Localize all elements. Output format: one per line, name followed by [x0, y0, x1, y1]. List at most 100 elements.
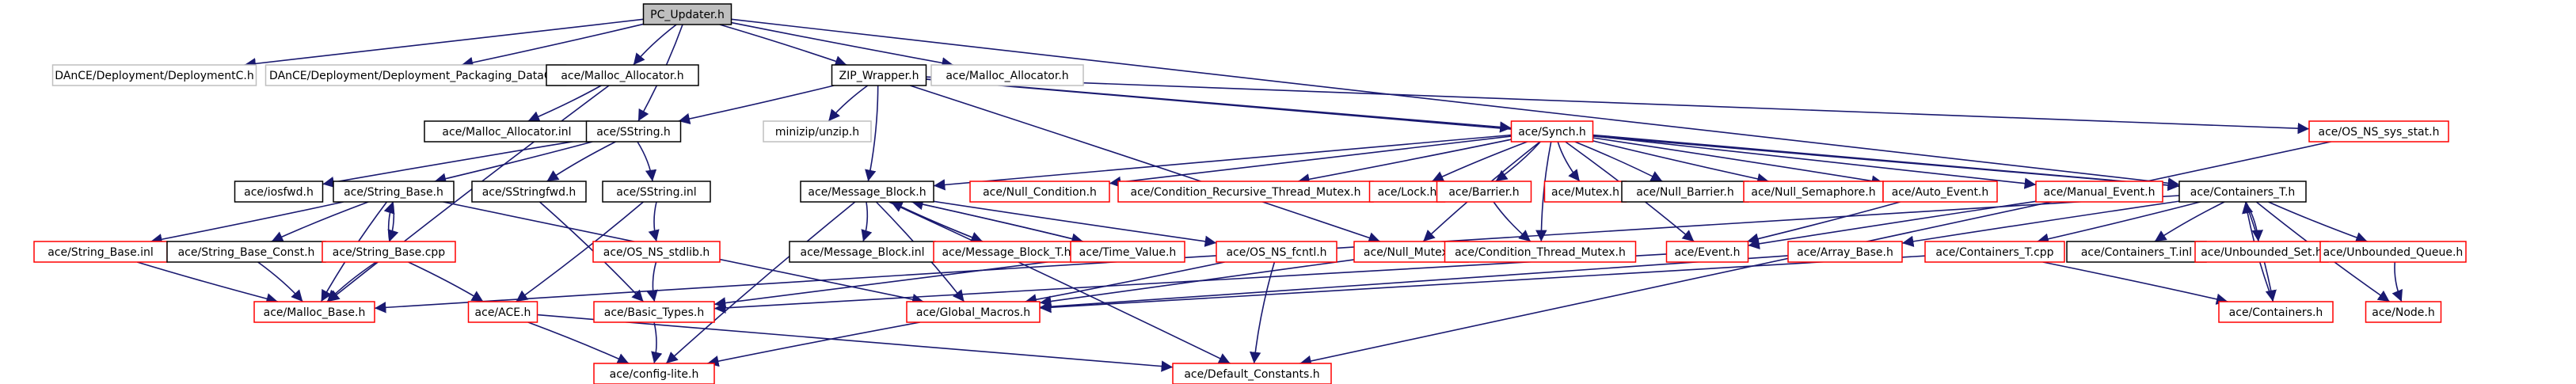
node-label-array_base: ace/Array_Base.h	[1797, 246, 1893, 259]
edge-sstring_h-to-iosfwd	[322, 139, 587, 188]
node-label-os_ns_fcntl: ace/OS_NS_fcntl.h	[1226, 246, 1326, 259]
node-label-pc_updater: PC_Updater.h	[650, 9, 725, 21]
node-malloc_base[interactable]: ace/Malloc_Base.h	[253, 301, 375, 323]
edge-string_base_inl-to-malloc_base	[136, 261, 279, 305]
node-label-string_base_const: ace/String_Base_Const.h	[178, 246, 315, 259]
node-manual_event[interactable]: ace/Manual_Event.h	[2035, 181, 2163, 203]
node-minizip_unzip[interactable]: minizip/unzip.h	[763, 120, 872, 143]
edge-string_base_cpp-to-string_base_h	[383, 201, 395, 242]
edge-time_value-to-basic_types	[713, 258, 1071, 309]
node-containers_t_h[interactable]: ace/Containers_T.h	[2178, 181, 2307, 203]
node-box-os_ns_fcntl	[1216, 241, 1337, 263]
edge-barrier_h-to-cond_thread_mutex	[1493, 201, 1532, 242]
node-sstringfwd[interactable]: ace/SStringfwd.h	[471, 181, 587, 203]
node-global_macros[interactable]: ace/Global_Macros.h	[906, 301, 1041, 323]
edge-message_block_h-to-os_ns_fcntl	[933, 200, 1217, 247]
node-label-deployment_packaging: DAnCE/Deployment/Deployment_Packaging_Da…	[269, 70, 562, 82]
node-barrier_h[interactable]: ace/Barrier.h	[1436, 181, 1532, 203]
node-ace_h[interactable]: ace/ACE.h	[467, 301, 538, 323]
edge-zip_wrapper-to-null_mutex	[909, 85, 1381, 244]
node-label-node_h: ace/Node.h	[2372, 306, 2434, 319]
node-box-message_block_h	[800, 181, 934, 203]
node-deployment_packaging[interactable]: DAnCE/Deployment/Deployment_Packaging_Da…	[264, 64, 567, 86]
node-label-null_condition: ace/Null_Condition.h	[983, 186, 1097, 199]
node-label-event_h: ace/Event.h	[1674, 246, 1740, 259]
node-cond_recursive[interactable]: ace/Condition_Recursive_Thread_Mutex.h	[1117, 181, 1374, 203]
node-containers_h[interactable]: ace/Containers.h	[2218, 301, 2334, 323]
node-auto_event[interactable]: ace/Auto_Event.h	[1882, 181, 1998, 203]
node-deploymentc[interactable]: DAnCE/Deployment/DeploymentC.h	[51, 64, 257, 86]
node-box-sstring_h	[585, 120, 682, 143]
edge-basic_types-to-config_lite	[651, 321, 663, 364]
node-label-global_macros: ace/Global_Macros.h	[916, 306, 1030, 319]
node-containers_t_cpp[interactable]: ace/Containers_T.cpp	[1924, 241, 2065, 263]
edge-sstring_h-to-sstringfwd	[546, 141, 616, 182]
node-label-time_value: ace/Time_Value.h	[1079, 246, 1177, 259]
node-array_base[interactable]: ace/Array_Base.h	[1787, 241, 1903, 263]
edge-sstring_inl-to-os_ns_stdlib	[648, 201, 660, 242]
node-box-string_base_h	[333, 181, 455, 203]
node-malloc_allocator_h_b[interactable]: ace/Malloc_Allocator.h	[546, 64, 699, 86]
node-null_condition[interactable]: ace/Null_Condition.h	[969, 181, 1110, 203]
edge-pc_updater-to-malloc_allocator_h_b	[633, 24, 677, 66]
node-event_h[interactable]: ace/Event.h	[1665, 241, 1749, 263]
node-string_base_const[interactable]: ace/String_Base_Const.h	[166, 241, 326, 263]
node-label-synch_h: ace/Synch.h	[1518, 126, 1586, 139]
edge-malloc_allocator_h_b-to-malloc_base	[327, 85, 610, 302]
node-label-containers_h: ace/Containers.h	[2229, 306, 2323, 319]
node-sstring_inl[interactable]: ace/SString.inl	[602, 181, 711, 203]
edge-containers_t_h-to-unbounded_queue	[2268, 201, 2368, 243]
node-basic_types[interactable]: ace/Basic_Types.h	[593, 301, 715, 323]
node-unbounded_set[interactable]: ace/Unbounded_Set.h	[2194, 241, 2329, 263]
node-mutex_h[interactable]: ace/Mutex.h	[1543, 181, 1627, 203]
node-message_block_t[interactable]: ace/Message_Block_T.h	[933, 241, 1080, 263]
node-lock_h[interactable]: ace/Lock.h	[1368, 181, 1446, 203]
node-os_ns_sys_stat[interactable]: ace/OS_NS_sys_stat.h	[2308, 120, 2449, 143]
edge-synch_h-to-message_block_h	[933, 134, 1512, 191]
edge-os_ns_fcntl-to-default_constants	[1250, 261, 1276, 364]
node-default_constants[interactable]: ace/Default_Constants.h	[1172, 363, 1332, 384]
node-box-basic_types	[593, 301, 715, 323]
node-null_semaphore[interactable]: ace/Null_Semaphore.h	[1743, 181, 1884, 203]
node-containers_t_inl[interactable]: ace/Containers_T.inl	[2066, 241, 2207, 263]
node-malloc_allocator_h_p[interactable]: ace/Malloc_Allocator.h	[930, 64, 1084, 86]
node-box-deployment_packaging	[264, 64, 567, 86]
edge-pc_updater-to-malloc_allocator_h_p	[731, 21, 953, 69]
node-malloc_allocator_inl[interactable]: ace/Malloc_Allocator.inl	[424, 120, 590, 143]
node-label-unbounded_set: ace/Unbounded_Set.h	[2201, 246, 2323, 259]
node-box-malloc_allocator_inl	[424, 120, 590, 143]
node-null_barrier[interactable]: ace/Null_Barrier.h	[1621, 181, 1749, 203]
node-iosfwd[interactable]: ace/iosfwd.h	[234, 181, 324, 203]
node-label-null_mutex: ace/Null_Mutex.h	[1364, 246, 1459, 259]
node-label-string_base_h: ace/String_Base.h	[344, 186, 443, 199]
node-time_value[interactable]: ace/Time_Value.h	[1070, 241, 1185, 263]
node-box-string_base_cpp	[322, 241, 456, 263]
node-os_ns_fcntl[interactable]: ace/OS_NS_fcntl.h	[1216, 241, 1337, 263]
node-message_block_inl[interactable]: ace/Message_Block.inl	[789, 241, 936, 263]
edge-synch_h-to-manual_event	[1592, 135, 2037, 189]
node-sstring_h[interactable]: ace/SString.h	[585, 120, 682, 143]
node-label-barrier_h: ace/Barrier.h	[1448, 186, 1519, 199]
node-string_base_h[interactable]: ace/String_Base.h	[333, 181, 455, 203]
node-label-manual_event: ace/Manual_Event.h	[2044, 186, 2156, 199]
node-message_block_h[interactable]: ace/Message_Block.h	[800, 181, 934, 203]
node-cond_thread_mutex[interactable]: ace/Condition_Thread_Mutex.h	[1444, 241, 1637, 263]
node-label-message_block_inl: ace/Message_Block.inl	[801, 246, 925, 259]
node-os_ns_stdlib[interactable]: ace/OS_NS_stdlib.h	[592, 241, 721, 263]
edge-auto_event-to-event_h	[1747, 201, 1901, 245]
node-string_base_cpp[interactable]: ace/String_Base.cpp	[322, 241, 456, 263]
edge-synch_h-to-barrier_h	[1495, 141, 1541, 182]
edge-synch_h-to-lock_h	[1431, 141, 1528, 182]
node-zip_wrapper[interactable]: ZIP_Wrapper.h	[831, 64, 927, 86]
edge-string_base_h-to-string_base_const	[271, 201, 369, 242]
node-node_h[interactable]: ace/Node.h	[2365, 301, 2442, 323]
node-unbounded_queue[interactable]: ace/Unbounded_Queue.h	[2319, 241, 2467, 263]
node-label-null_barrier: ace/Null_Barrier.h	[1636, 186, 1733, 199]
edge-sstring_h-to-string_base_h	[434, 141, 593, 184]
edge-synch_h-to-null_semaphore	[1592, 140, 1769, 184]
node-config_lite[interactable]: ace/config-lite.h	[593, 363, 715, 384]
node-label-config_lite: ace/config-lite.h	[610, 368, 699, 381]
node-string_base_inl[interactable]: ace/String_Base.inl	[33, 241, 168, 263]
node-synch_h[interactable]: ace/Synch.h	[1510, 120, 1594, 143]
